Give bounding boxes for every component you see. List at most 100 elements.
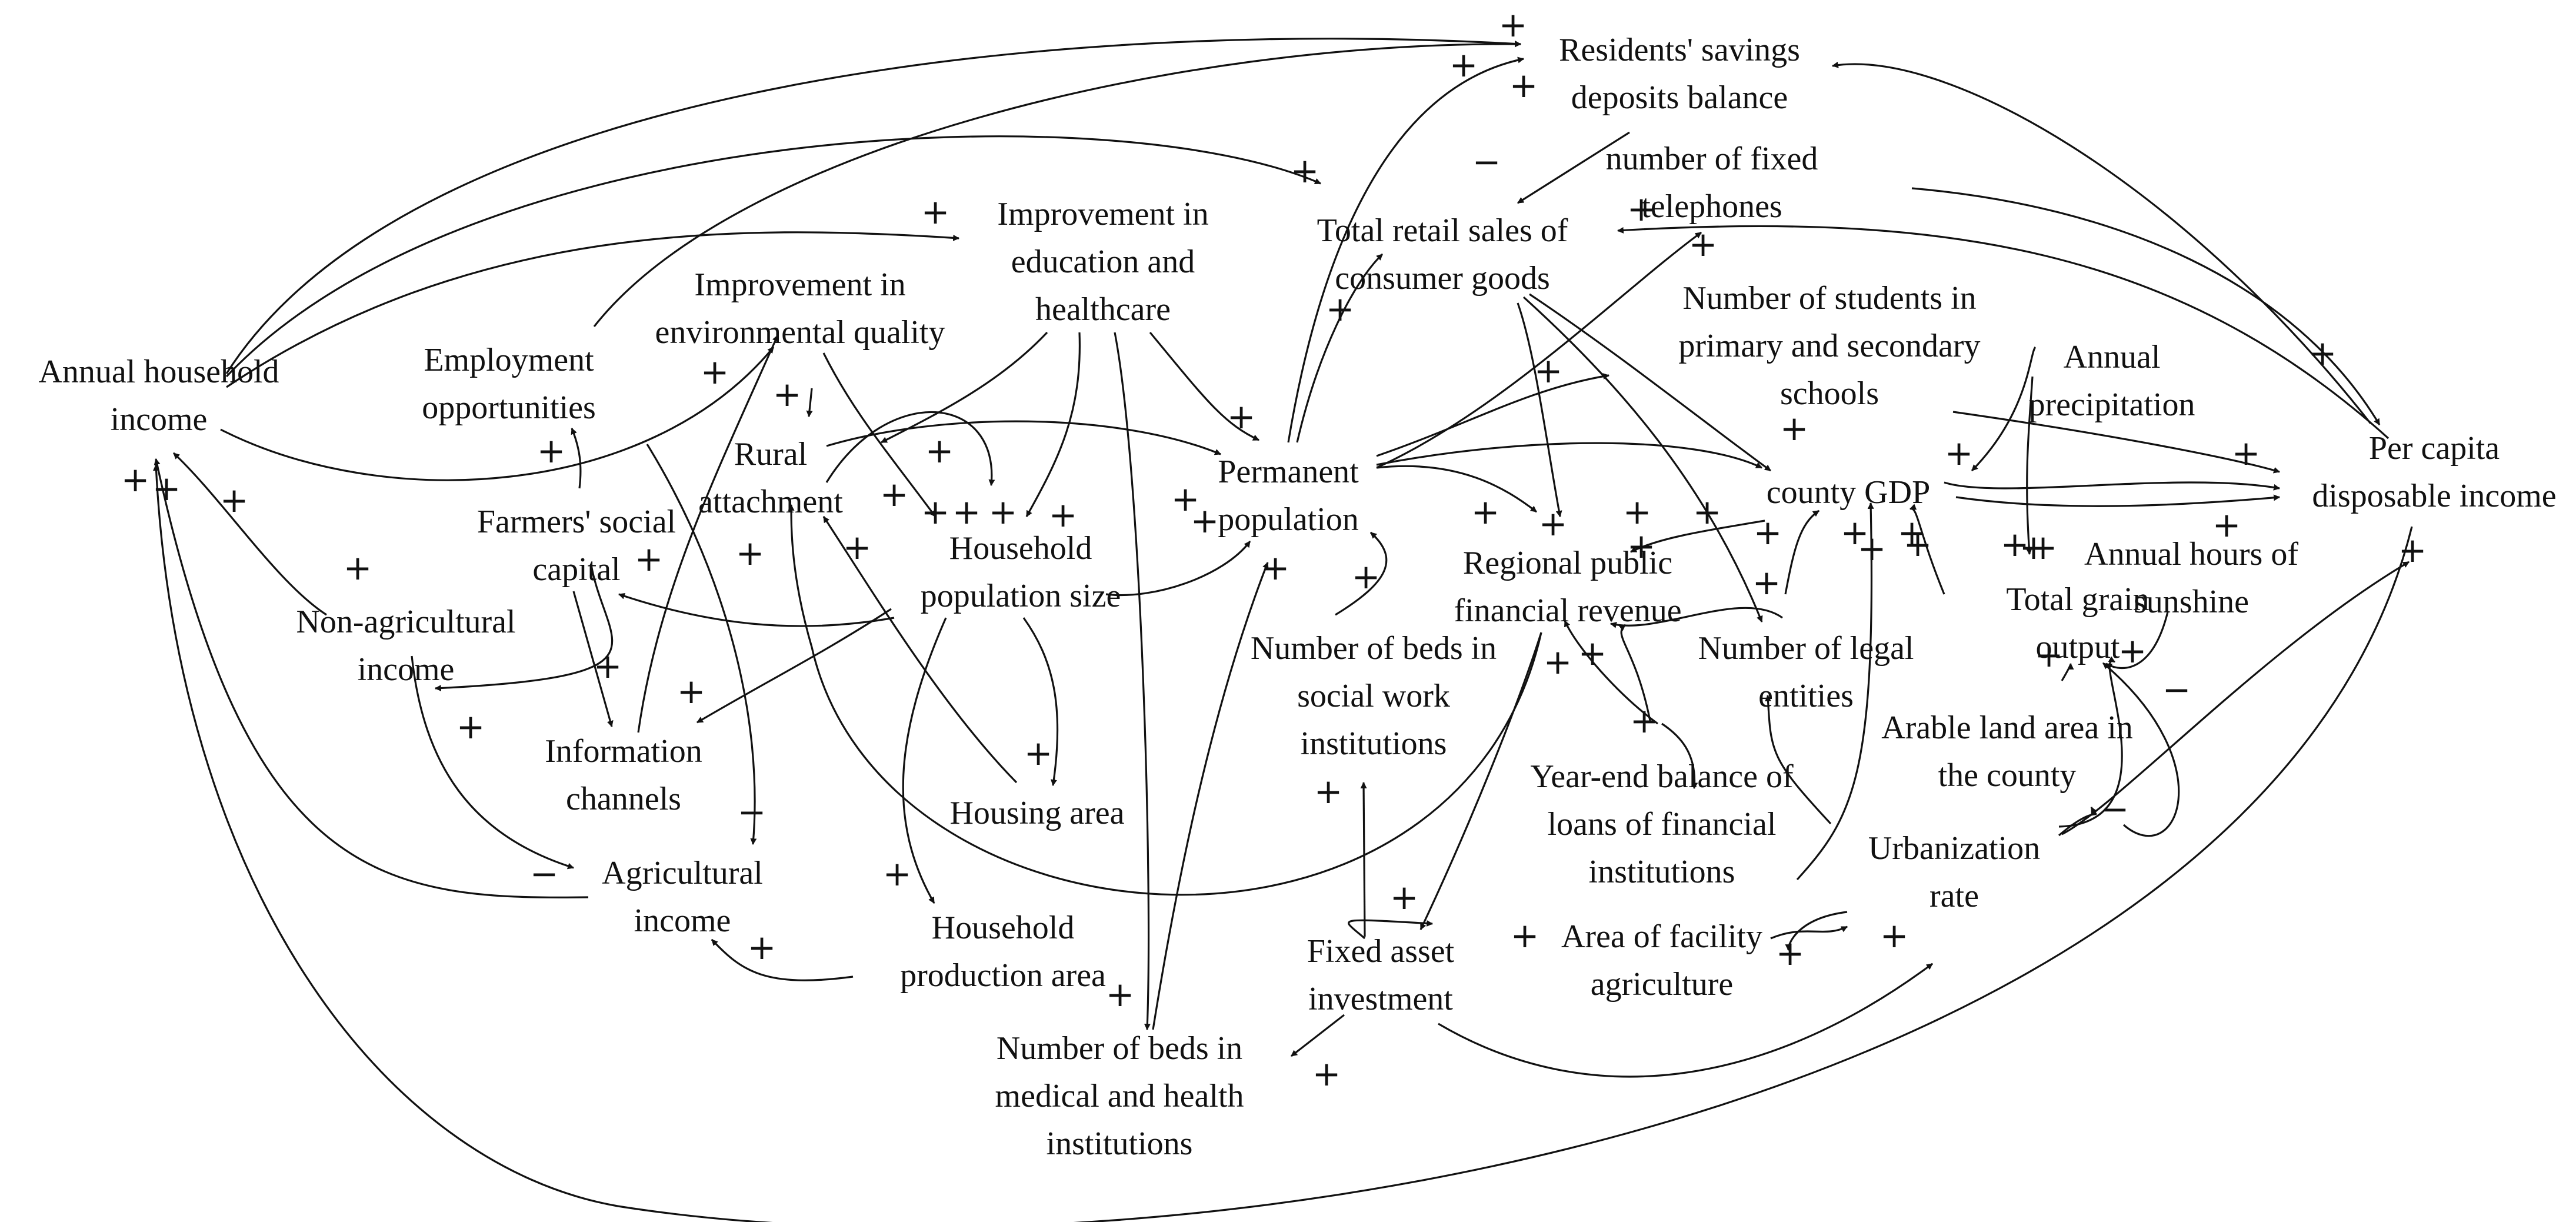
node-housing: Housing area [949,795,1124,831]
causal-link-arrow [1517,302,1562,518]
polarity-plus: + [2212,505,2241,545]
causal-link-arrow [1376,465,1537,513]
node-label-line: Information [545,733,702,770]
polarity-plus: + [1578,633,1607,673]
causal-link-arrow [826,420,1222,455]
causal-link-arrow [618,592,895,627]
causal-link-arrow [1152,561,1269,1030]
polarity-plus: + [1449,45,1478,85]
causal-link-arrow [1831,61,2372,424]
polarity-plus: + [2035,635,2064,675]
causal-link-arrow [434,564,614,692]
causal-link-arrow [1911,187,2381,425]
causal-link-arrow [1022,617,1059,787]
causal-link-arrow [226,231,960,388]
causal-link-arrow [806,388,813,418]
node-label-line: medical and health [995,1078,1244,1114]
polarity-plus: + [2029,527,2058,567]
node-label-line: Improvement in [694,267,905,303]
causal-link-arrow [225,135,1322,378]
node-label-line: attachment [698,484,843,520]
polarity-plus: + [1776,933,1805,973]
node-permanent: Permanent population [1218,454,1359,538]
node-label-line: Agricultural [602,855,763,891]
causal-link-arrow [646,444,757,845]
node-label-line: population [1218,501,1359,538]
node-label-line: county GDP [1767,474,1930,511]
polarity-minus: − [2162,670,2191,710]
node-label-line: Urbanization [1868,830,2040,867]
node-label-line: production area [900,957,1106,994]
polarity-plus: + [1945,433,1974,473]
polarity-plus: + [2118,631,2147,671]
node-label-line: Residents' savings [1559,32,1800,68]
node-rural: Rural attachment [698,436,843,520]
polarity-minus: − [738,792,767,832]
polarity-plus: + [1024,733,1053,773]
node-label-line: Arable land area in [1881,710,2133,746]
causal-link-arrow [1944,481,2281,491]
polarity-plus: + [152,468,181,508]
causal-link-arrow [1796,502,1874,881]
polarity-plus: + [1841,512,1869,552]
node-label-line: rate [1929,878,1979,914]
causal-link-arrow [1114,332,1151,1031]
node-label-line: population size [921,578,1121,614]
polarity-plus: + [2232,433,2261,473]
node-label-line: Household [932,910,1075,946]
polarity-plus: + [1499,5,1528,45]
node-label-line: institutions [1047,1126,1193,1162]
causal-link-arrow [1564,620,1658,725]
node-urban: Urbanization rate [1868,830,2040,914]
node-label-line: schools [1780,375,1879,412]
causal-link-arrow [1149,331,1259,441]
node-label-line: Permanent [1218,454,1359,490]
node-label-line: Rural [734,436,807,472]
node-label-line: primary and secondary [1678,328,1980,364]
polarity-plus: + [1312,1054,1341,1094]
node-label-line: Year-end balance of [1530,758,1794,795]
polarity-signs: ++++++++++++++++++++++++++++++++++++++++… [121,5,2427,1094]
causal-link-arrow [2061,662,2074,681]
polarity-plus: + [1689,224,1718,264]
node-label-line: Housing area [949,795,1124,831]
causal-link-arrow [1785,911,1848,951]
node-label-line: disposable income [2312,478,2556,514]
polarity-plus: + [880,474,909,514]
node-label-line: Improvement in [997,196,1208,232]
node-gdp: county GDP [1767,474,1930,511]
polarity-plus: + [1623,492,1652,532]
polarity-minus: − [1472,142,1501,182]
causal-link-arrow [2025,376,2034,555]
causal-link-arrow [2058,807,2097,837]
causal-link-arrow [1529,293,1771,472]
causal-link-arrow [2102,662,2180,837]
node-label-line: telephones [1641,188,1782,225]
node-label-line: Area of facility [1561,918,1762,955]
polarity-plus: + [701,352,729,392]
polarity-plus: + [1471,492,1500,532]
polarity-plus: + [1534,351,1563,391]
polarity-plus: + [344,548,372,588]
polarity-plus: + [1627,189,1656,229]
node-label-line: loans of financial [1548,806,1777,843]
node-label-line: precipitation [2028,387,2195,423]
polarity-plus: + [1171,479,1200,519]
polarity-plus: + [843,527,872,567]
causal-link-arrow [822,516,1018,784]
polarity-plus: + [1630,701,1659,741]
polarity-plus: + [2398,530,2427,570]
causal-link-arrow [1955,494,2281,507]
polarity-plus: + [921,492,950,532]
polarity-plus: + [1352,557,1381,597]
polarity-plus: + [1627,526,1656,566]
node-label-line: output [2035,629,2120,665]
polarity-minus: − [2101,789,2130,829]
